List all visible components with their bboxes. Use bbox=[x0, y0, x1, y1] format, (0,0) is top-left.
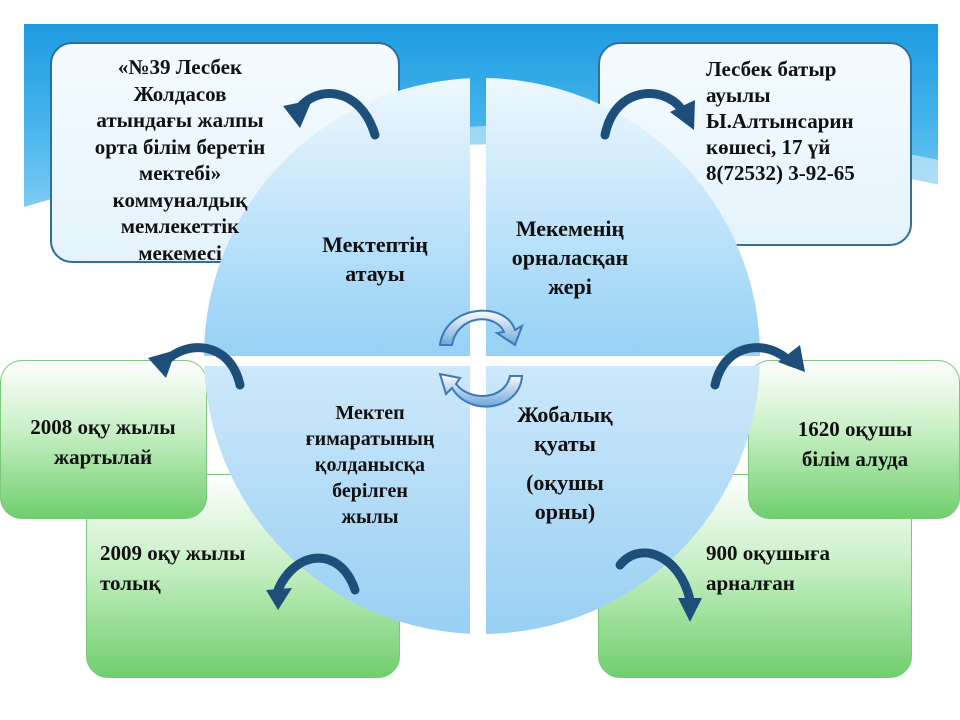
quadrant-bottom-right bbox=[486, 366, 764, 644]
label-capacity: Жобалық қуаты (оқушы орны) bbox=[500, 400, 630, 526]
students-current-text: 1620 оқушы білім алуда bbox=[760, 414, 950, 474]
curved-arrow-icon bbox=[710, 343, 795, 390]
text-line: толық bbox=[100, 571, 161, 595]
text-line: 900 оқушыға bbox=[706, 541, 831, 565]
text-line: 8(72532) 3-92-65 bbox=[706, 161, 855, 185]
text-line: Мектеп bbox=[335, 402, 405, 424]
curved-arrow-icon bbox=[273, 553, 360, 595]
text-line: мекемесі bbox=[138, 240, 222, 265]
label-building-year: Мектеп ғимаратының қолданысқа берілген жылы bbox=[290, 400, 450, 530]
arrowhead-icon bbox=[283, 100, 312, 128]
curved-arrow-icon bbox=[293, 89, 380, 140]
text-line: білім алуда bbox=[801, 447, 909, 471]
cycle-arrow-bottom-icon bbox=[438, 372, 524, 408]
text-line: Мекеменің bbox=[515, 216, 625, 241]
capacity-text: 900 оқушыға арналған bbox=[706, 538, 886, 598]
text-line: жері bbox=[548, 274, 592, 299]
quadrant-top-right bbox=[486, 78, 764, 356]
text-line: 2009 оқу жылы bbox=[100, 541, 246, 565]
students-current-box bbox=[748, 360, 960, 519]
text-line: берілген bbox=[332, 480, 408, 502]
arrowhead-icon bbox=[266, 588, 292, 610]
text-line: атауы bbox=[345, 261, 405, 286]
text-line: Мектептің bbox=[322, 232, 428, 257]
curved-arrow-icon bbox=[160, 343, 245, 390]
text-line: қуаты bbox=[534, 431, 596, 456]
arrowhead-icon bbox=[778, 345, 805, 372]
curved-arrow-icon bbox=[615, 548, 695, 605]
text-line: көшесі, 17 үй bbox=[706, 135, 831, 159]
text-line: Ы.Алтынсарин bbox=[706, 109, 854, 133]
cycle-arrow-top-icon bbox=[438, 309, 524, 347]
text-line: орны) bbox=[534, 499, 596, 524]
arrowhead-icon bbox=[670, 100, 695, 130]
year-partial-box bbox=[0, 360, 207, 519]
year-full-text: 2009 оқу жылы толық bbox=[100, 538, 280, 598]
text-line: жылы bbox=[341, 506, 399, 528]
quadrant-top-left bbox=[192, 78, 470, 356]
text-line: Лесбек батыр bbox=[706, 57, 837, 81]
arrowhead-icon bbox=[678, 598, 702, 622]
label-school-name: Мектептің атауы bbox=[290, 230, 460, 288]
year-partial-text: 2008 оқу жылы жартылай bbox=[8, 412, 198, 472]
curved-arrow-icon bbox=[600, 89, 687, 140]
text-line: ауылы bbox=[706, 83, 771, 107]
text-line: жартылай bbox=[53, 445, 153, 469]
text-line: арналған bbox=[706, 571, 795, 595]
text-line: мектебі» bbox=[138, 161, 222, 185]
text-line: қолданысқа bbox=[314, 454, 426, 476]
quadrant-bottom-left bbox=[192, 366, 470, 644]
text-line: коммуналдық bbox=[112, 187, 248, 212]
text-line: «№39 Лесбек bbox=[117, 55, 243, 79]
text-line: (оқушы bbox=[526, 470, 604, 495]
text-line: атындағы жалпы bbox=[96, 108, 264, 132]
label-location: Мекеменің орналасқан жері bbox=[500, 214, 640, 301]
text-line: 2008 оқу жылы bbox=[30, 415, 176, 439]
text-line: 1620 оқушы bbox=[797, 417, 913, 441]
text-line: ғимаратының bbox=[305, 428, 435, 450]
arrowhead-icon bbox=[148, 350, 176, 378]
text-line: мемлекеттік bbox=[120, 214, 240, 238]
text-line: Жобалық bbox=[517, 402, 613, 427]
text-line: орналасқан bbox=[511, 245, 629, 270]
text-line: орта білім беретін bbox=[94, 134, 266, 159]
text-line: Жолдасов bbox=[133, 81, 227, 106]
